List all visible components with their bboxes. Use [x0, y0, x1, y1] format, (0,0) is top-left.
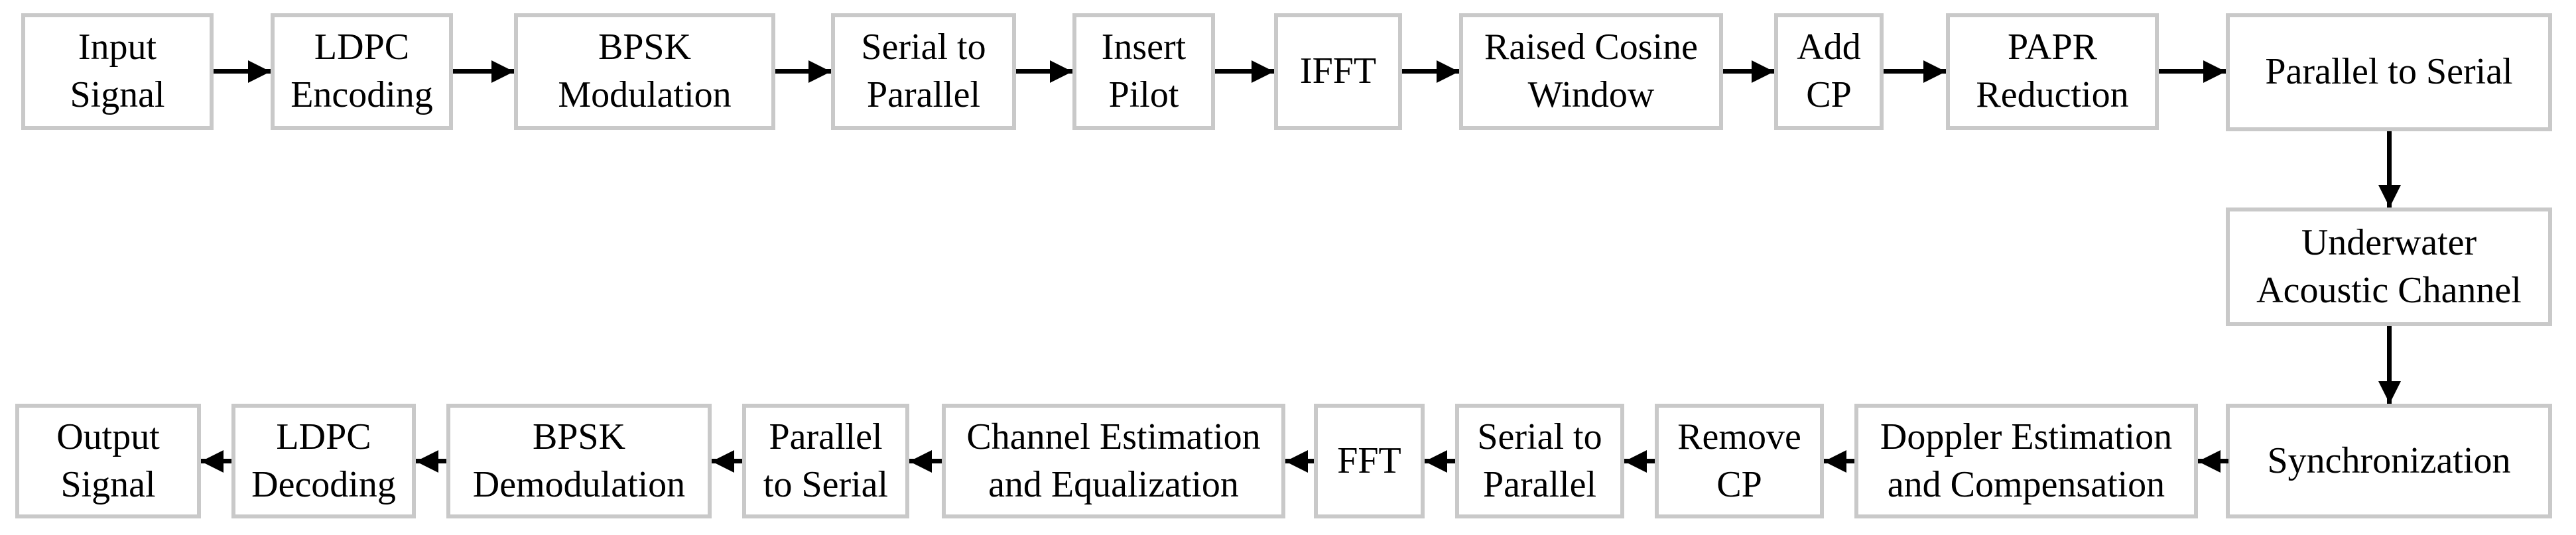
node-raised-cosine-window: Raised Cosine Window [1459, 13, 1723, 130]
node-bpsk-demodulation: BPSK Demodulation [446, 404, 712, 518]
arrow-left-icon [909, 459, 942, 463]
node-papr-reduction: PAPR Reduction [1946, 13, 2159, 130]
arrow-left-icon [712, 459, 742, 463]
arrow-left-icon [416, 459, 446, 463]
arrow-right-icon [214, 69, 271, 74]
arrow-left-icon [201, 459, 231, 463]
node-output-signal: Output Signal [15, 404, 201, 518]
node-insert-pilot: Insert Pilot [1072, 13, 1215, 130]
arrow-right-icon [775, 69, 831, 74]
node-add-cp: Add CP [1774, 13, 1884, 130]
arrow-left-icon [1285, 459, 1314, 463]
node-bpsk-modulation: BPSK Modulation [514, 13, 775, 130]
arrow-right-icon [453, 69, 514, 74]
node-serial-to-parallel-tx: Serial to Parallel [831, 13, 1016, 130]
arrow-right-icon [1884, 69, 1946, 74]
node-serial-to-parallel-rx: Serial to Parallel [1455, 404, 1624, 518]
arrow-right-icon [2159, 69, 2226, 74]
arrow-left-icon [1624, 459, 1655, 463]
node-channel-estimation-equalization: Channel Estimation and Equalization [942, 404, 1285, 518]
arrow-left-icon [2198, 459, 2228, 463]
arrow-left-icon [1824, 459, 1854, 463]
node-doppler-estimation-compensation: Doppler Estimation and Compensation [1854, 404, 2198, 518]
node-parallel-to-serial-tx: Parallel to Serial [2226, 13, 2552, 131]
node-ldpc-decoding: LDPC Decoding [231, 404, 416, 518]
arrow-right-icon [1215, 69, 1274, 74]
node-remove-cp: Remove CP [1655, 404, 1824, 518]
arrow-right-icon [1723, 69, 1774, 74]
arrow-left-icon [1425, 459, 1455, 463]
arrow-right-icon [1402, 69, 1459, 74]
node-fft: FFT [1314, 404, 1425, 518]
arrow-down-icon [2387, 326, 2392, 404]
node-ldpc-encoding: LDPC Encoding [271, 13, 453, 130]
node-parallel-to-serial-rx: Parallel to Serial [742, 404, 909, 518]
arrow-right-icon [1016, 69, 1072, 74]
node-synchronization: Synchronization [2226, 404, 2552, 518]
node-input-signal: Input Signal [21, 13, 214, 130]
node-underwater-acoustic-channel: Underwater Acoustic Channel [2226, 208, 2552, 326]
node-ifft: IFFT [1274, 13, 1402, 130]
arrow-down-icon [2387, 131, 2392, 208]
